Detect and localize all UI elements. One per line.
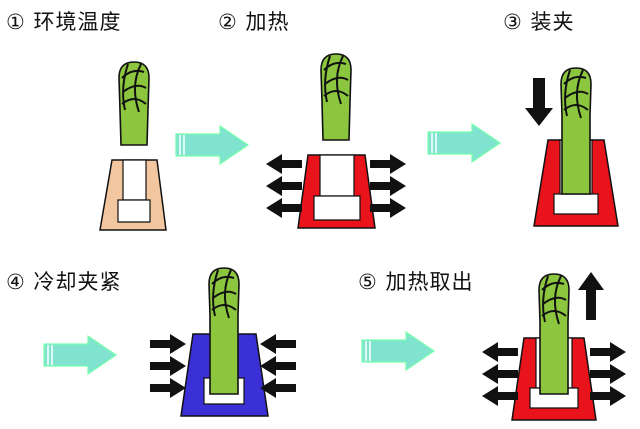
step-5-label: ⑤ 加热取出 bbox=[358, 270, 474, 294]
process-arrow-icon-3 bbox=[43, 334, 118, 376]
step-4-label: ④ 冷却夹紧 bbox=[6, 270, 122, 294]
heat-arrow-icon-inward-right bbox=[260, 334, 296, 398]
step-4-group bbox=[150, 267, 296, 417]
process-arrow-icon-4 bbox=[361, 330, 436, 372]
heat-arrow-icon-inward-left bbox=[150, 334, 186, 398]
step-5-group bbox=[482, 272, 626, 421]
holder-heated bbox=[297, 154, 376, 229]
tool-2 bbox=[320, 53, 352, 141]
step-2-label: ② 加热 bbox=[218, 10, 290, 34]
step-1-label: ① 环境温度 bbox=[6, 10, 122, 34]
tool-3 bbox=[560, 67, 592, 195]
heat-arrow-icon-left bbox=[266, 154, 302, 218]
tool-4 bbox=[208, 267, 240, 395]
step-2-group bbox=[266, 53, 406, 229]
step-1-group bbox=[99, 61, 167, 231]
insert-arrow-icon bbox=[525, 78, 553, 126]
step-3-group bbox=[525, 67, 619, 227]
tool-1 bbox=[118, 61, 150, 146]
step-3-label: ③ 装夹 bbox=[503, 10, 575, 34]
process-arrow-icon-2 bbox=[427, 122, 502, 164]
heat-arrow-icon-left-5 bbox=[482, 342, 518, 406]
heat-arrow-icon-right-5 bbox=[590, 342, 626, 406]
holder-ambient bbox=[99, 159, 167, 231]
extract-arrow-icon bbox=[578, 272, 604, 320]
heat-arrow-icon-right bbox=[370, 154, 406, 218]
tool-5 bbox=[538, 273, 570, 395]
process-arrow-icon-1 bbox=[175, 124, 250, 166]
